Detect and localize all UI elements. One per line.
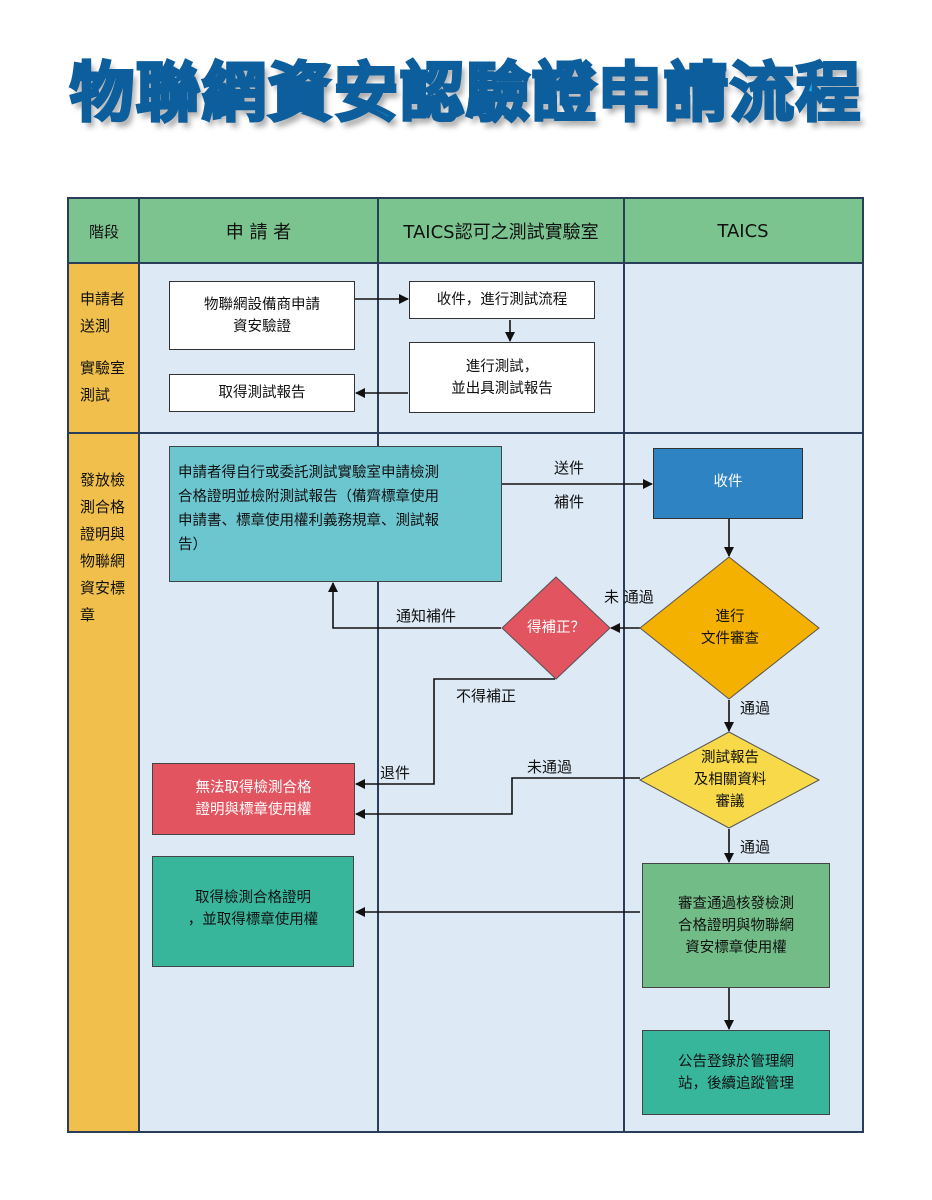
report-review-text: 測試報告 及相關資料 審議 [693, 750, 767, 810]
fail-box: 無法取得檢測合格 證明與標章使用權 [152, 763, 355, 835]
label-no-fix: 不得補正 [456, 687, 517, 705]
taics-receive-box: 收件 [653, 448, 803, 519]
label-supplement: 補件 [554, 493, 585, 511]
can-fix-diamond [501, 576, 611, 680]
doc-review-diamond [639, 556, 820, 700]
label-pass-review: 通過 [740, 699, 771, 717]
stage-column-bg [69, 263, 139, 1131]
get-report-box: 取得測試報告 [169, 374, 355, 412]
obtain-box: 取得檢測合格證明 ，並取得標章使用權 [152, 856, 354, 967]
header-row-bg [69, 199, 862, 263]
label-return: 退件 [380, 764, 411, 782]
label-not-pass-report: 未通過 [527, 758, 573, 776]
doc-review-text: 進行 文件審查 [701, 609, 759, 647]
label-not-pass-review: 未 通過 [604, 588, 654, 606]
table-frame [67, 197, 864, 1133]
stage-issue-cert: 發放檢 測合格 證明與 物聯網 資安標 章 [80, 471, 126, 624]
announce-box: 公告登錄於管理網 站，後續追蹤管理 [642, 1030, 830, 1115]
header-stage: 階段 [88, 222, 119, 241]
can-fix-text: 得補正？ [527, 620, 585, 636]
report-review-diamond [638, 731, 821, 829]
page-title: 物聯網資安認驗證申請流程 [69, 56, 862, 133]
apply-box: 物聯網設備商申請 資安驗證 [169, 281, 355, 350]
header-taics: TAICS [717, 220, 769, 242]
header-applicant: 申 請 者 [225, 222, 292, 243]
testing-box: 進行測試， 並出具測試報告 [409, 342, 595, 413]
lab-receive-box: 收件，進行測試流程 [409, 281, 595, 319]
stage-lab-test: 實驗室 測試 [80, 359, 126, 404]
label-pass-report: 通過 [740, 838, 771, 856]
issue-box: 審查通過核發檢測 合格證明與物聯網 資安標章使用權 [642, 863, 830, 988]
entrust-box: 申請者得自行或委託測試實驗室申請檢測 合格證明並檢附測試報告（備齊標章使用 申請… [169, 446, 502, 582]
stage-applicant-submit: 申請者 送測 [80, 290, 126, 335]
label-send: 送件 [554, 459, 585, 477]
label-notify: 通知補件 [396, 607, 457, 625]
header-lab: TAICS認可之測試實驗室 [403, 222, 599, 243]
